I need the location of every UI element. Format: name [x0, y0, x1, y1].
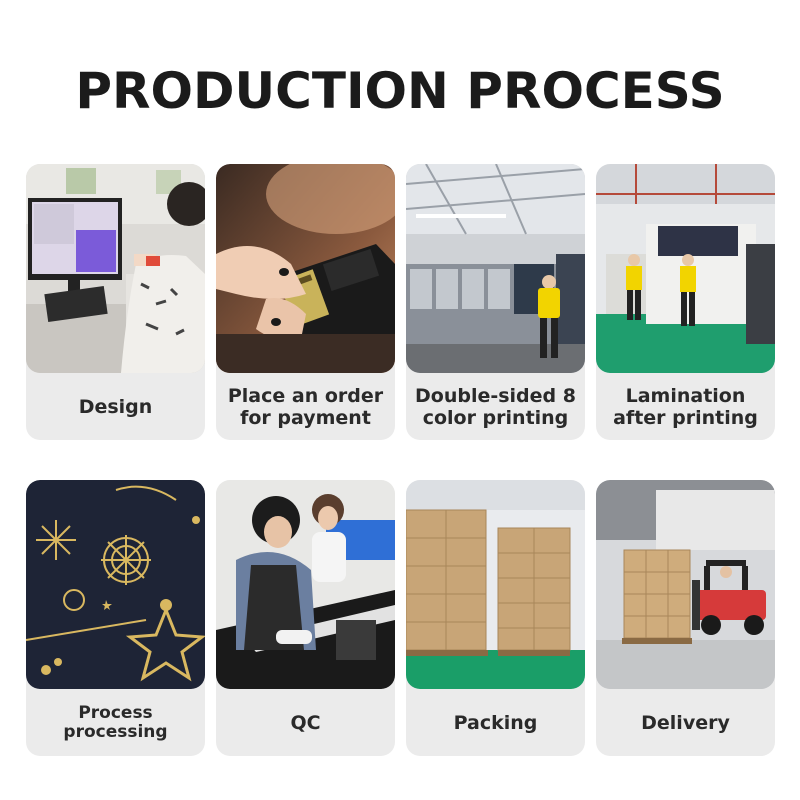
step-card-payment: Place an order for payment: [216, 164, 395, 440]
step-card-processing: Process processing: [26, 480, 205, 756]
step-label: Place an order for payment: [227, 384, 384, 429]
designer-at-computer-photo: [26, 164, 205, 373]
card-payment-photo: [216, 164, 395, 373]
step-label: Delivery: [641, 711, 730, 734]
printing-press-photo: [406, 164, 585, 373]
lamination-machine-photo: [596, 164, 775, 373]
step-label: Process processing: [63, 702, 168, 742]
gold-foil-stamping-photo: [26, 480, 205, 689]
step-card-packing: Packing: [406, 480, 585, 756]
step-card-printing: Double-sided 8 color printing: [406, 164, 585, 440]
quality-check-photo: [216, 480, 395, 689]
forklift-truck-loading-photo: [596, 480, 775, 689]
page-title: PRODUCTION PROCESS: [75, 62, 725, 120]
step-label: QC: [290, 711, 321, 734]
step-card-lamination: Lamination after printing: [596, 164, 775, 440]
step-card-qc: QC: [216, 480, 395, 756]
step-card-delivery: Delivery: [596, 480, 775, 756]
step-label: Design: [78, 395, 153, 418]
stacked-cartons-photo: [406, 480, 585, 689]
step-card-design: Design: [26, 164, 205, 440]
step-label: Lamination after printing: [613, 384, 758, 429]
step-label: Packing: [453, 711, 538, 734]
step-label: Double-sided 8 color printing: [415, 384, 576, 429]
